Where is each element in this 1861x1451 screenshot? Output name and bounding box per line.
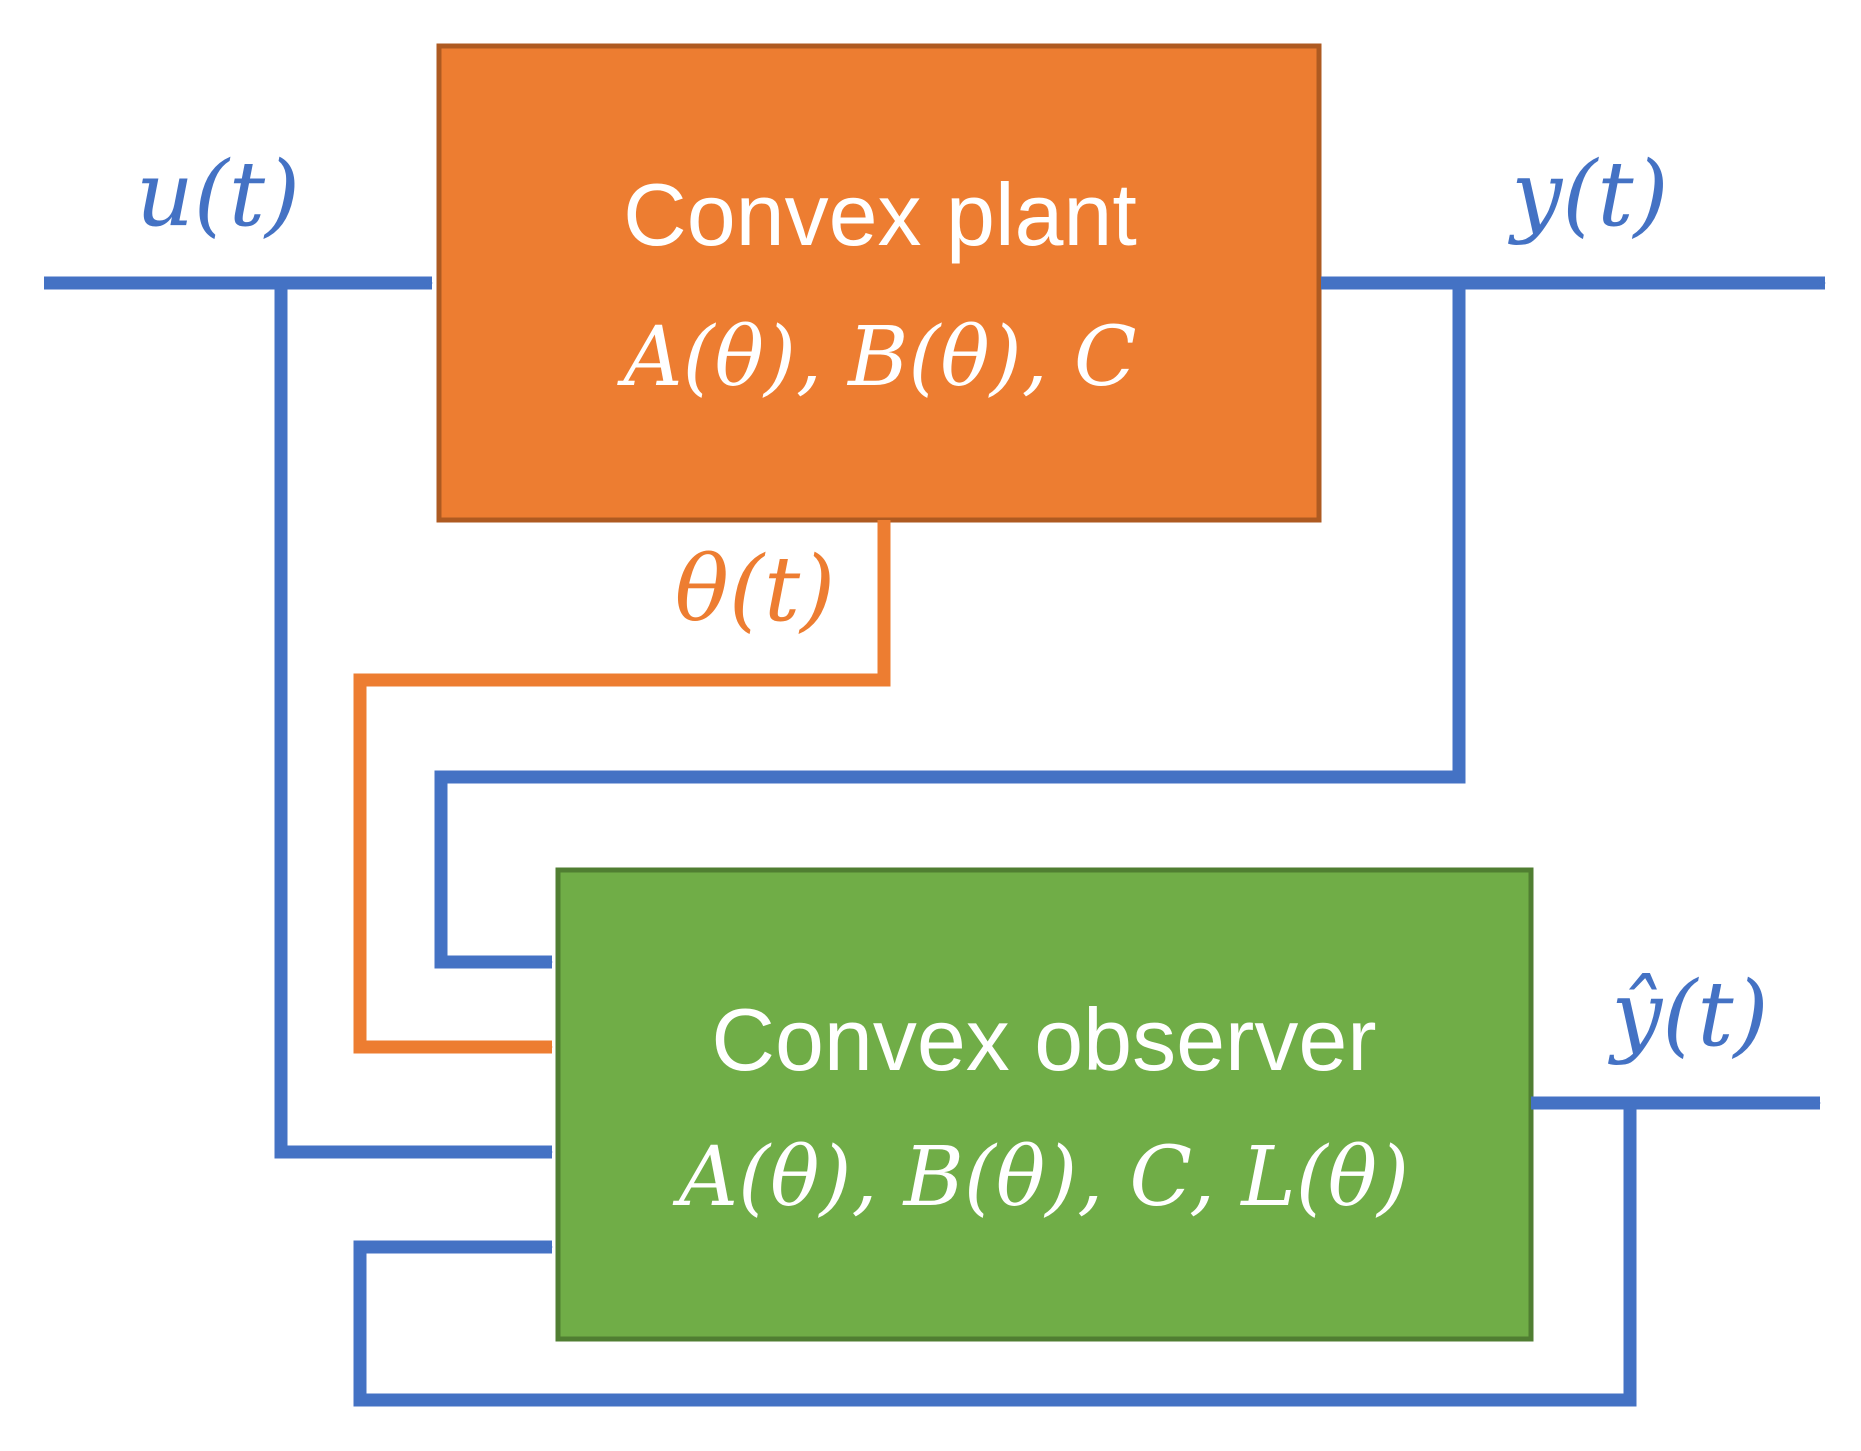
estimate-feedback-arrow bbox=[353, 1103, 1637, 1407]
estimate-signal-paths bbox=[353, 1096, 1821, 1407]
input-signal-label: u(t) bbox=[136, 142, 300, 247]
input-signal-paths bbox=[44, 276, 553, 1159]
estimate-signal-label: ŷ(t) bbox=[1607, 962, 1768, 1067]
parameter-signal-label: θ(t) bbox=[675, 537, 836, 642]
parameter-to-observer-arrow bbox=[353, 520, 891, 1054]
input-to-observer-arrow bbox=[274, 283, 553, 1159]
convex-observer-title: Convex observer bbox=[711, 990, 1376, 1089]
convex-observer-matrices: A(θ), B(θ), C, L(θ) bbox=[672, 1130, 1409, 1225]
output-signal-label: y(t) bbox=[1507, 142, 1668, 247]
convex-observer-box bbox=[555, 867, 1534, 1342]
convex-plant-matrices: A(θ), B(θ), C bbox=[616, 310, 1136, 405]
convex-observer-block: Convex observer A(θ), B(θ), C, L(θ) bbox=[555, 867, 1534, 1342]
output-to-observer-arrow bbox=[434, 283, 1466, 969]
convex-plant-box bbox=[436, 43, 1322, 523]
convex-plant-block: Convex plant A(θ), B(θ), C bbox=[436, 43, 1322, 523]
parameter-signal-path bbox=[353, 520, 891, 1054]
output-signal-paths bbox=[434, 276, 1826, 969]
convex-plant-title: Convex plant bbox=[623, 165, 1137, 264]
